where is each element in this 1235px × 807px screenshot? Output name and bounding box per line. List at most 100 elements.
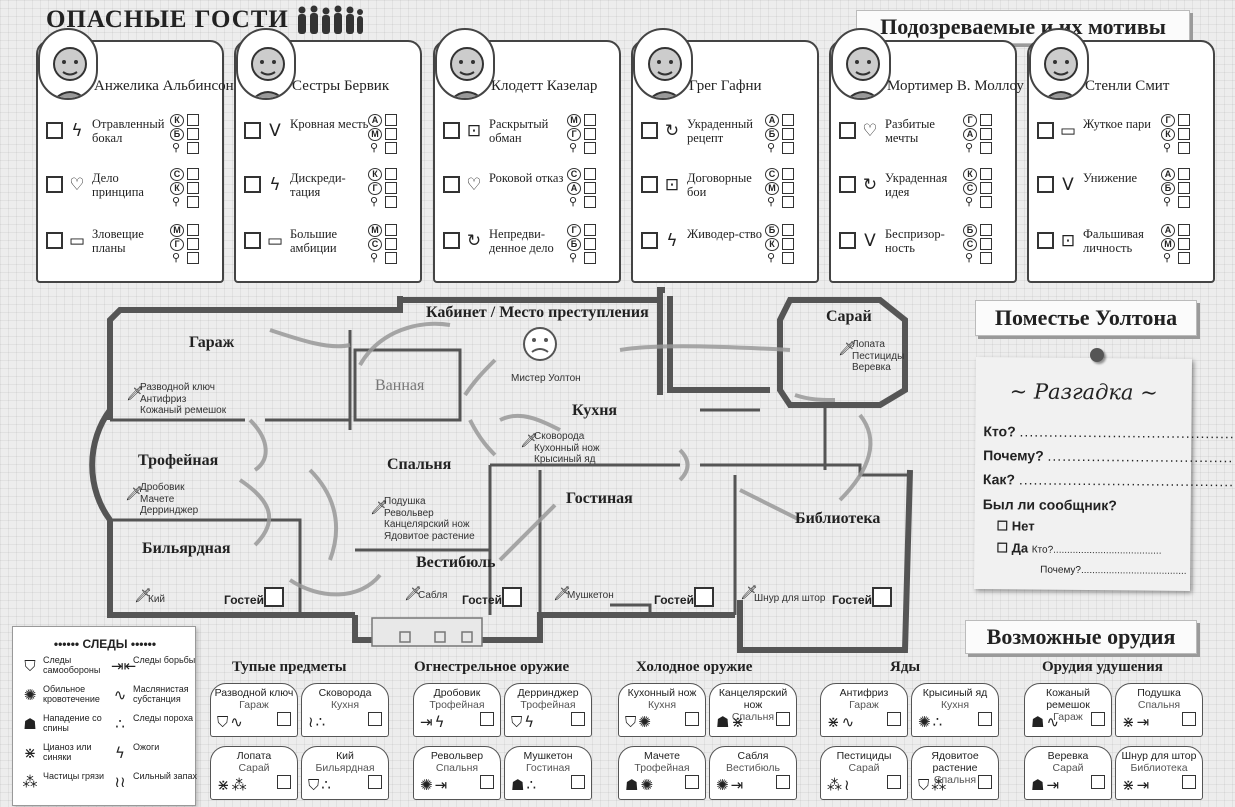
clue-checkbox[interactable] [385,168,397,180]
clue-checkbox[interactable] [1178,224,1190,236]
motive-checkbox[interactable] [839,122,856,139]
motive-checkbox[interactable] [46,176,63,193]
clue-checkbox[interactable] [187,142,199,154]
weapon-checkbox[interactable] [978,775,992,789]
motive-checkbox[interactable] [839,176,856,193]
clue-checkbox[interactable] [1178,196,1190,208]
clue-checkbox[interactable] [782,128,794,140]
clue-checkbox[interactable] [1178,182,1190,194]
clue-checkbox[interactable] [187,114,199,126]
clue-checkbox[interactable] [980,252,992,264]
guests-count-box[interactable] [502,587,522,607]
clue-checkbox[interactable] [385,142,397,154]
clue-checkbox[interactable] [980,168,992,180]
clue-checkbox[interactable] [187,224,199,236]
clue-checkbox[interactable] [782,142,794,154]
clue-checkbox[interactable] [980,224,992,236]
clue-checkbox[interactable] [782,168,794,180]
weapon-checkbox[interactable] [571,712,585,726]
weapon-checkbox[interactable] [685,712,699,726]
motive-checkbox[interactable] [641,176,658,193]
motive-checkbox[interactable] [641,232,658,249]
clue-checkbox[interactable] [187,252,199,264]
motive-checkbox[interactable] [46,232,63,249]
solution-who[interactable]: Кто? ...................................… [983,423,1235,442]
solution-no-option[interactable]: ☐ Нет [996,518,1035,534]
solution-why[interactable]: Почему? ................................… [983,447,1234,466]
motive-checkbox[interactable] [1037,122,1054,139]
clue-checkbox[interactable] [1178,238,1190,250]
motive-checkbox[interactable] [443,176,460,193]
clue-checkbox[interactable] [980,196,992,208]
motive-checkbox[interactable] [244,122,261,139]
weapon-checkbox[interactable] [277,775,291,789]
clue-checkbox[interactable] [782,224,794,236]
clue-checkbox[interactable] [584,196,596,208]
motive-checkbox[interactable] [641,122,658,139]
weapon-checkbox[interactable] [978,712,992,726]
clue-checkbox[interactable] [385,196,397,208]
clue-checkbox[interactable] [782,196,794,208]
solution-how[interactable]: Как? ...................................… [982,471,1235,490]
weapon-checkbox[interactable] [277,712,291,726]
clue-checkbox[interactable] [1178,168,1190,180]
weapon-checkbox[interactable] [1182,712,1196,726]
solution-why2[interactable]: Почему?.................................… [1040,564,1187,577]
clue-checkbox[interactable] [385,224,397,236]
motive-checkbox[interactable] [244,232,261,249]
clue-checkbox[interactable] [584,128,596,140]
weapon-checkbox[interactable] [571,775,585,789]
clue-checkbox[interactable] [584,224,596,236]
clue-checkbox[interactable] [584,252,596,264]
clue-checkbox[interactable] [187,128,199,140]
clue-checkbox[interactable] [584,238,596,250]
clue-checkbox[interactable] [980,142,992,154]
weapon-checkbox[interactable] [480,712,494,726]
guests-count-box[interactable] [264,587,284,607]
clue-checkbox[interactable] [980,128,992,140]
motive-checkbox[interactable] [443,122,460,139]
clue-checkbox[interactable] [187,168,199,180]
clue-checkbox[interactable] [1178,142,1190,154]
clue-checkbox[interactable] [385,182,397,194]
clue-checkbox[interactable] [1178,114,1190,126]
clue-checkbox[interactable] [584,114,596,126]
clue-checkbox[interactable] [584,142,596,154]
guests-count-box[interactable] [694,587,714,607]
clue-checkbox[interactable] [385,128,397,140]
clue-checkbox[interactable] [385,238,397,250]
clue-checkbox[interactable] [584,168,596,180]
clue-checkbox[interactable] [187,182,199,194]
clue-checkbox[interactable] [782,252,794,264]
clue-checkbox[interactable] [1178,128,1190,140]
guests-count-box[interactable] [872,587,892,607]
clue-checkbox[interactable] [584,182,596,194]
weapon-checkbox[interactable] [368,712,382,726]
clue-checkbox[interactable] [980,114,992,126]
clue-checkbox[interactable] [980,182,992,194]
motive-checkbox[interactable] [244,176,261,193]
weapon-checkbox[interactable] [1091,712,1105,726]
weapon-checkbox[interactable] [368,775,382,789]
clue-checkbox[interactable] [980,238,992,250]
weapon-checkbox[interactable] [1182,775,1196,789]
motive-checkbox[interactable] [443,232,460,249]
clue-checkbox[interactable] [782,182,794,194]
motive-checkbox[interactable] [46,122,63,139]
clue-checkbox[interactable] [187,196,199,208]
weapon-checkbox[interactable] [1091,775,1105,789]
motive-checkbox[interactable] [1037,232,1054,249]
clue-checkbox[interactable] [385,252,397,264]
weapon-checkbox[interactable] [480,775,494,789]
weapon-checkbox[interactable] [776,712,790,726]
motive-checkbox[interactable] [1037,176,1054,193]
clue-checkbox[interactable] [187,238,199,250]
motive-checkbox[interactable] [839,232,856,249]
clue-checkbox[interactable] [782,114,794,126]
clue-checkbox[interactable] [385,114,397,126]
weapon-checkbox[interactable] [887,712,901,726]
clue-checkbox[interactable] [782,238,794,250]
weapon-checkbox[interactable] [776,775,790,789]
weapon-checkbox[interactable] [887,775,901,789]
weapon-checkbox[interactable] [685,775,699,789]
